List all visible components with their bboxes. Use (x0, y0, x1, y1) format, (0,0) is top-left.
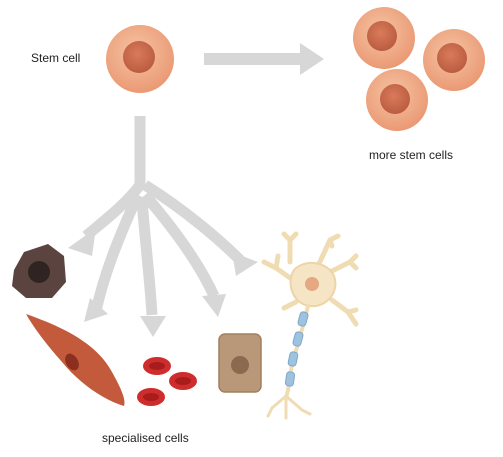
red-blood-cell-3 (137, 388, 165, 406)
epithelial-cell (218, 333, 262, 393)
stem-cell-copy-3 (366, 69, 428, 131)
more-stem-cells-label: more stem cells (369, 148, 454, 162)
stem-cell-copy-1 (353, 7, 415, 69)
differentiation-arrows (82, 116, 244, 316)
stem-cell-label: Stem cell (31, 51, 81, 65)
arrow-heads (68, 228, 258, 337)
red-blood-cell-2 (169, 372, 197, 390)
muscle-cell (26, 314, 125, 406)
division-arrow (204, 43, 324, 75)
specialised-cells-label: specialised cells (102, 431, 189, 445)
red-blood-cell-1 (143, 357, 171, 375)
stem-cell-copy-2 (423, 29, 485, 91)
stem-cell (106, 25, 174, 93)
more-stem-cells (353, 7, 485, 131)
neuron (261, 231, 359, 420)
red-blood-cells (137, 357, 197, 406)
fat-cell (12, 244, 66, 298)
